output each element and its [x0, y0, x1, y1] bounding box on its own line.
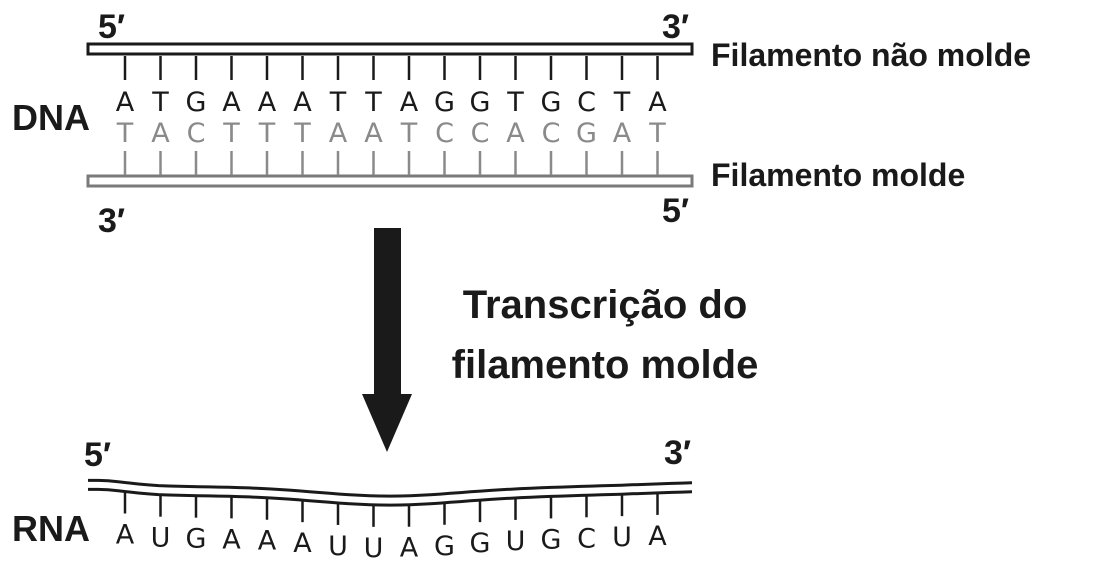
template-base: C	[435, 118, 454, 149]
dna-label: DNA	[12, 97, 90, 138]
template-base: T	[222, 118, 240, 149]
rna-base: A	[258, 526, 277, 557]
coding-strand-backbone	[86, 42, 694, 56]
rna-base: G	[541, 524, 562, 555]
template-base: A	[151, 118, 170, 149]
template-3prime-label: 3′	[98, 202, 125, 240]
coding-base: T	[329, 87, 347, 118]
template-5prime-label: 5′	[662, 192, 689, 230]
process-label-line2: filamento molde	[452, 343, 759, 387]
template-base: T	[116, 118, 134, 149]
rna-base: U	[328, 531, 348, 562]
rna-base: U	[506, 526, 526, 557]
rna-base: U	[151, 523, 171, 554]
coding-base: A	[116, 87, 135, 118]
rna-base: G	[434, 531, 455, 562]
rna-3prime-label: 3′	[664, 434, 691, 472]
template-base: G	[576, 118, 597, 149]
rna-base: A	[648, 521, 667, 552]
coding-base: T	[506, 87, 524, 118]
coding-base: T	[613, 87, 631, 118]
rna-base: A	[293, 528, 312, 559]
coding-base: G	[434, 87, 455, 118]
rna-base: C	[577, 523, 596, 554]
coding-base: A	[648, 87, 667, 118]
template-base: T	[648, 118, 666, 149]
rna-base: A	[400, 533, 419, 563]
template-strand-ticks	[123, 151, 659, 175]
template-base: A	[613, 118, 632, 149]
rna-base: A	[116, 520, 135, 551]
template-base: A	[329, 118, 348, 149]
transcription-arrow-shaft	[374, 228, 401, 398]
rna-backbone-bottom	[88, 487, 693, 507]
coding-base: T	[364, 87, 382, 118]
rna-label: RNA	[12, 508, 90, 549]
rna-base: A	[222, 524, 241, 555]
template-base: A	[364, 118, 383, 149]
template-base: A	[506, 118, 525, 149]
transcription-arrow-head	[362, 394, 412, 452]
template-base: C	[471, 118, 490, 149]
coding-base: C	[577, 87, 596, 118]
coding-3prime-label: 3′	[662, 8, 689, 46]
template-base: T	[293, 118, 311, 149]
coding-strand-label: Filamento não molde	[711, 37, 1031, 73]
coding-base: G	[186, 87, 207, 118]
process-label-line1: Transcrição do	[463, 283, 748, 327]
coding-base: A	[222, 87, 241, 118]
rna-ticks	[123, 492, 659, 527]
rna-base: G	[470, 528, 491, 559]
coding-base: T	[151, 87, 169, 118]
coding-base: G	[470, 87, 491, 118]
template-base: T	[400, 118, 418, 149]
coding-base: A	[293, 87, 312, 118]
template-base: T	[258, 118, 276, 149]
rna-backbone-top	[88, 478, 693, 498]
rna-base: U	[612, 522, 632, 553]
template-strand-label: Filamento molde	[711, 157, 965, 193]
template-base: C	[542, 118, 561, 149]
coding-base: A	[258, 87, 277, 118]
rna-base: U	[364, 533, 384, 563]
coding-5prime-label: 5′	[98, 8, 125, 46]
rna-5prime-label: 5′	[84, 436, 111, 474]
template-strand-backbone	[86, 174, 694, 188]
coding-base: A	[400, 87, 419, 118]
template-base: C	[187, 118, 206, 149]
coding-strand-ticks	[123, 56, 659, 80]
coding-base: G	[541, 87, 562, 118]
rna-base: G	[186, 524, 207, 555]
